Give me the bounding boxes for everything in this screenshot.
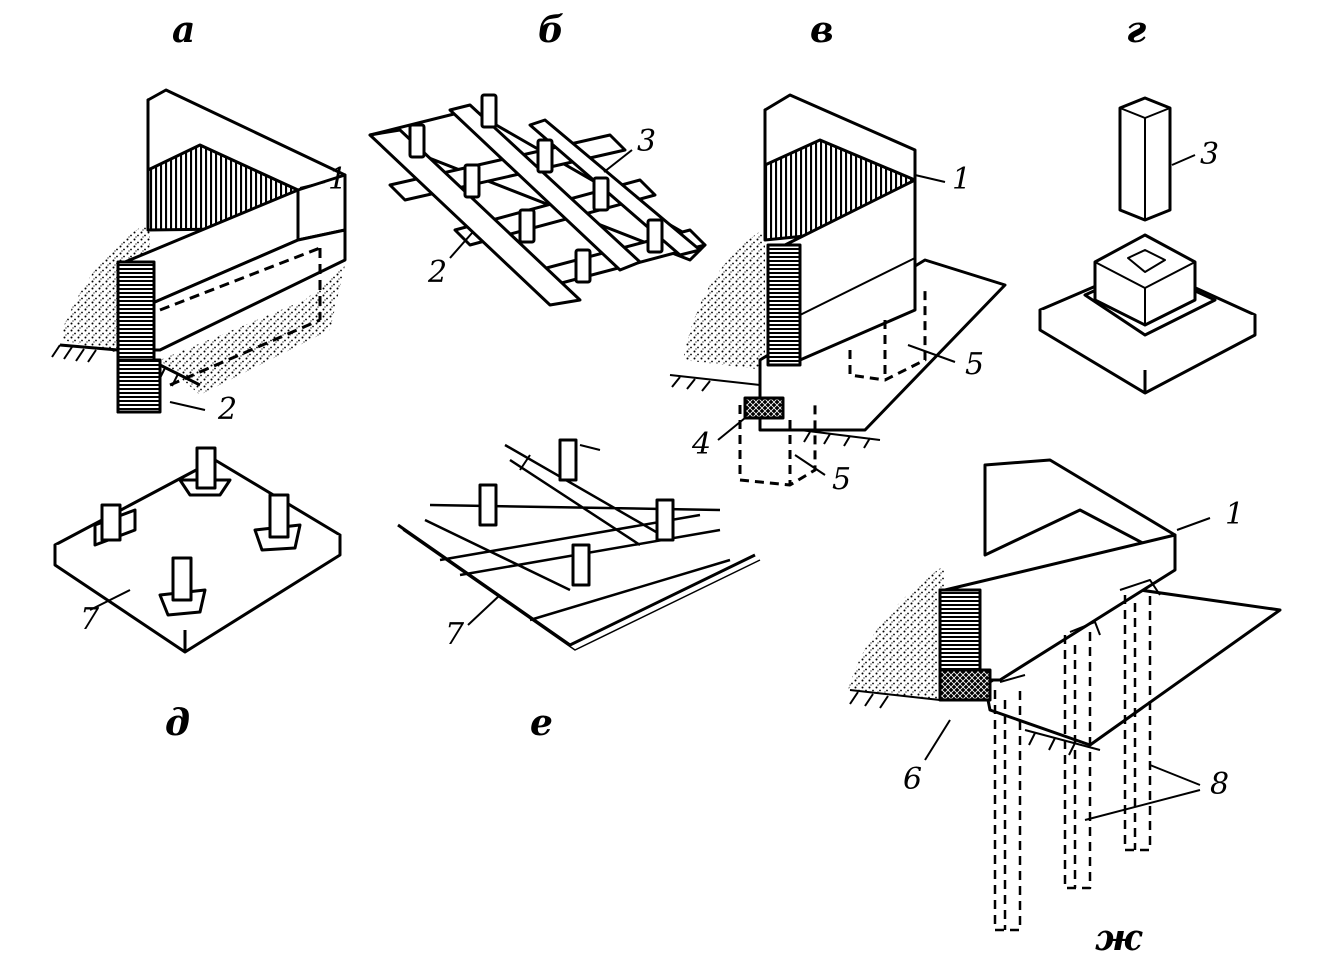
callout-a-2: 2 [218,392,238,427]
panel-e-grid-slab [397,438,761,651]
callout-d-7: 7 [80,602,100,637]
panel-a-strip-foundation [51,88,347,414]
callout-b-3: 3 [637,124,657,159]
beam [448,103,642,272]
column-stubs [478,438,675,587]
callout-g-3: 3 [1200,137,1220,172]
panel-label-a: а [172,9,196,51]
panel-label-e: е [530,702,553,744]
column-stubs [93,446,302,617]
callout-a-1: 1 [328,162,348,197]
buried-pads [738,290,927,487]
callout-v-5a: 5 [965,347,985,382]
panel-b-column-grid [368,93,707,307]
callout-zh-1: 1 [1225,497,1245,532]
panel-label-d: д [165,702,191,744]
column-stubs [408,93,664,284]
callout-v-1: 1 [952,162,972,197]
panel-label-v: в [810,9,834,51]
callout-zh-8: 8 [1210,767,1230,802]
panel-zh-pile-foundation [848,458,1282,932]
callout-zh-6: 6 [903,762,923,797]
grade-beam [938,668,992,702]
panel-g-column-pad [1038,96,1257,395]
wall-section [766,243,802,367]
slab [397,523,756,647]
callout-v-5b: 5 [832,462,852,497]
soil-right [160,265,345,395]
callout-e-7: 7 [445,617,465,652]
panel-label-zh: ж [1095,917,1143,959]
callout-v-4: 4 [692,427,712,462]
panel-label-b: б [538,9,564,51]
socket [1093,233,1197,327]
piles [993,590,1152,932]
callout-b-2: 2 [428,255,448,290]
wall-section [938,588,982,682]
panel-d-slab [53,446,342,654]
beam [368,128,582,307]
panel-v-strip-on-pads [669,93,1007,487]
panel-label-g: г [1126,9,1147,51]
pad-4-top [743,396,785,420]
